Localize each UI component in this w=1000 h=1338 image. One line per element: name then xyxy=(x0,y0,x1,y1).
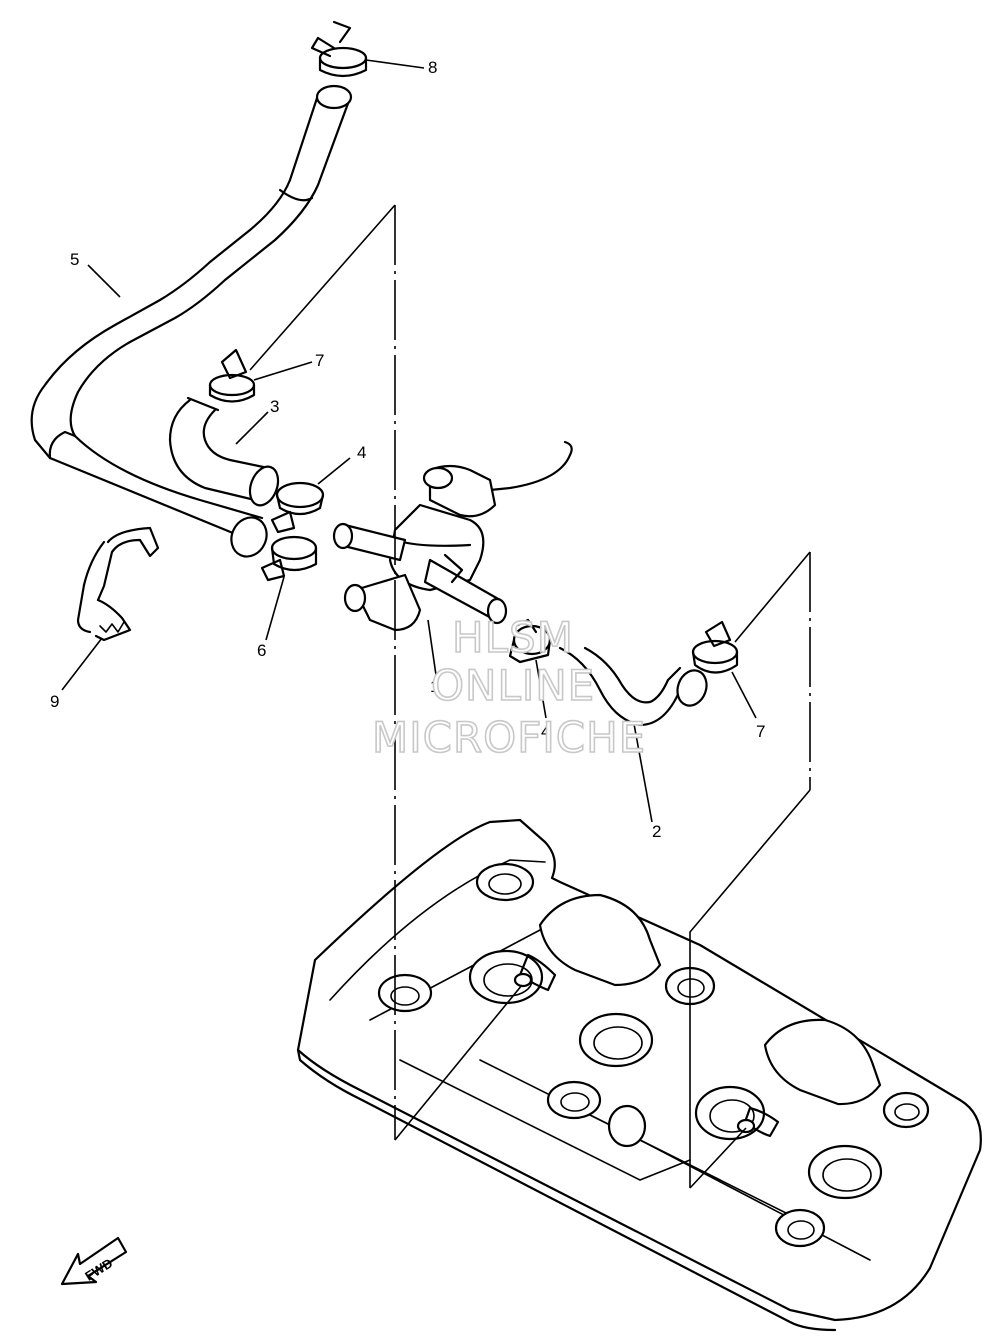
part-2-hose[interactable] xyxy=(558,646,711,727)
watermark-line-2: ONLINE xyxy=(431,661,595,710)
callout-leaders xyxy=(61,59,757,823)
reed-valve-covers xyxy=(513,893,882,1138)
callout-4: 4 xyxy=(541,722,550,741)
head-cover-bosses xyxy=(377,862,930,1248)
callout-5: 5 xyxy=(70,250,79,269)
callout-7: 7 xyxy=(315,351,324,370)
callout-7: 7 xyxy=(756,722,765,741)
part-9-bracket[interactable] xyxy=(76,526,160,642)
part-6-clamp[interactable] xyxy=(260,535,318,582)
cylinder-head-cover xyxy=(296,818,982,1332)
callout-2: 2 xyxy=(652,822,661,841)
part-8-hose-clamp[interactable] xyxy=(310,20,368,78)
part-4-clamp-right[interactable] xyxy=(508,618,552,664)
part-7-clamp-left[interactable] xyxy=(208,348,256,403)
callout-4: 4 xyxy=(357,443,366,462)
watermark-line-3: MICROFICHE xyxy=(372,713,646,762)
part-3-hose[interactable] xyxy=(168,396,283,509)
fwd-arrow-icon: FWD xyxy=(60,1236,128,1286)
part-7-clamp-right[interactable] xyxy=(691,620,739,674)
watermark-line-1: HLSM xyxy=(452,613,574,662)
callout-3: 3 xyxy=(270,397,279,416)
callout-1: 1 xyxy=(430,677,439,696)
callout-6: 6 xyxy=(257,641,266,660)
part-4-clamp-left[interactable] xyxy=(270,481,325,534)
part-5-air-hose[interactable] xyxy=(30,84,353,562)
callout-9: 9 xyxy=(50,692,59,711)
callout-8: 8 xyxy=(428,58,437,77)
assembly-lines xyxy=(249,204,811,1189)
part-1-air-cut-valve[interactable] xyxy=(332,440,573,632)
callout-labels: 8 5 7 3 4 6 9 1 4 7 2 xyxy=(50,58,765,841)
watermark: HLSM ONLINE MICROFICHE xyxy=(371,612,646,763)
